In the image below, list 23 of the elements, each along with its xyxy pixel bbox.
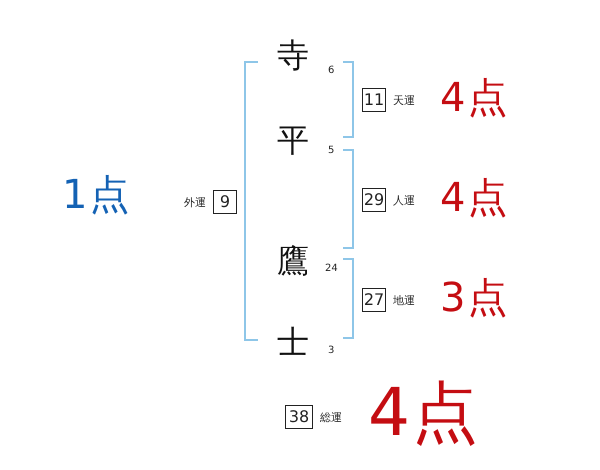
name-character: 鷹: [277, 245, 309, 277]
name-character: 寺: [277, 39, 309, 71]
name-character: 平: [277, 124, 309, 156]
stroke-total-box: 29: [362, 188, 386, 212]
score-text: 1点: [62, 175, 132, 215]
score-text: 4点: [368, 380, 480, 446]
stroke-total-box: 9: [213, 190, 237, 214]
fortune-label: 天運: [393, 94, 415, 106]
fortune-label: 人運: [393, 194, 415, 206]
stroke-total-box: 11: [362, 88, 386, 112]
fortune-label: 総運: [320, 412, 342, 422]
fortune-label: 外運: [184, 196, 206, 208]
stroke-count: 5: [328, 146, 334, 156]
stroke-count: 3: [328, 346, 334, 356]
stroke-count: 6: [328, 66, 334, 76]
fortune-label: 地運: [393, 294, 415, 306]
score-text: 3点: [440, 278, 510, 318]
score-text: 4点: [440, 78, 510, 118]
stroke-total-box: 27: [362, 288, 386, 312]
stroke-total-box: 38: [285, 405, 313, 429]
stroke-count: 24: [325, 264, 338, 274]
score-text: 4点: [440, 178, 510, 218]
name-character: 士: [277, 326, 309, 358]
